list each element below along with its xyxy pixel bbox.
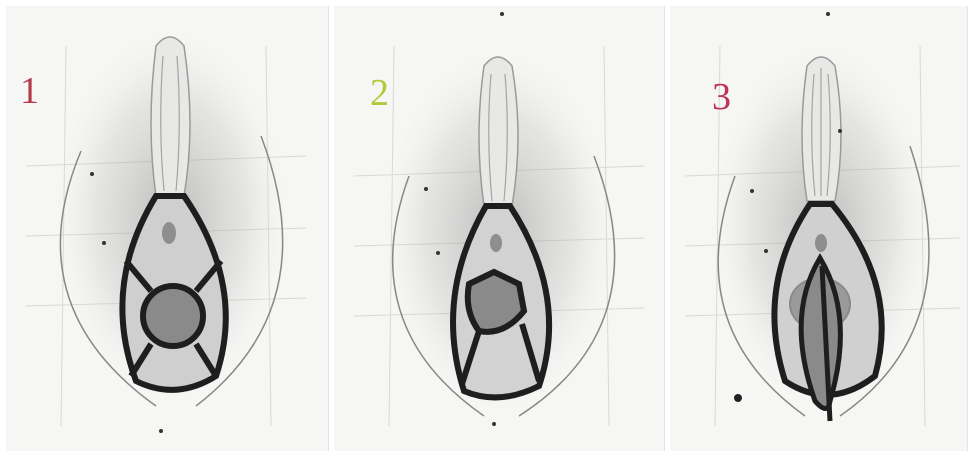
panel-2: 2 [334, 6, 665, 451]
panel-3: 3 [670, 6, 968, 451]
panel-number-1: 1 [20, 72, 39, 110]
panel-number-2: 2 [370, 74, 389, 112]
panel-number-3: 3 [712, 78, 731, 116]
anatomy-illustration-3 [670, 6, 967, 451]
panel-1: 1 [6, 6, 329, 451]
anatomy-illustration-1 [6, 6, 328, 451]
